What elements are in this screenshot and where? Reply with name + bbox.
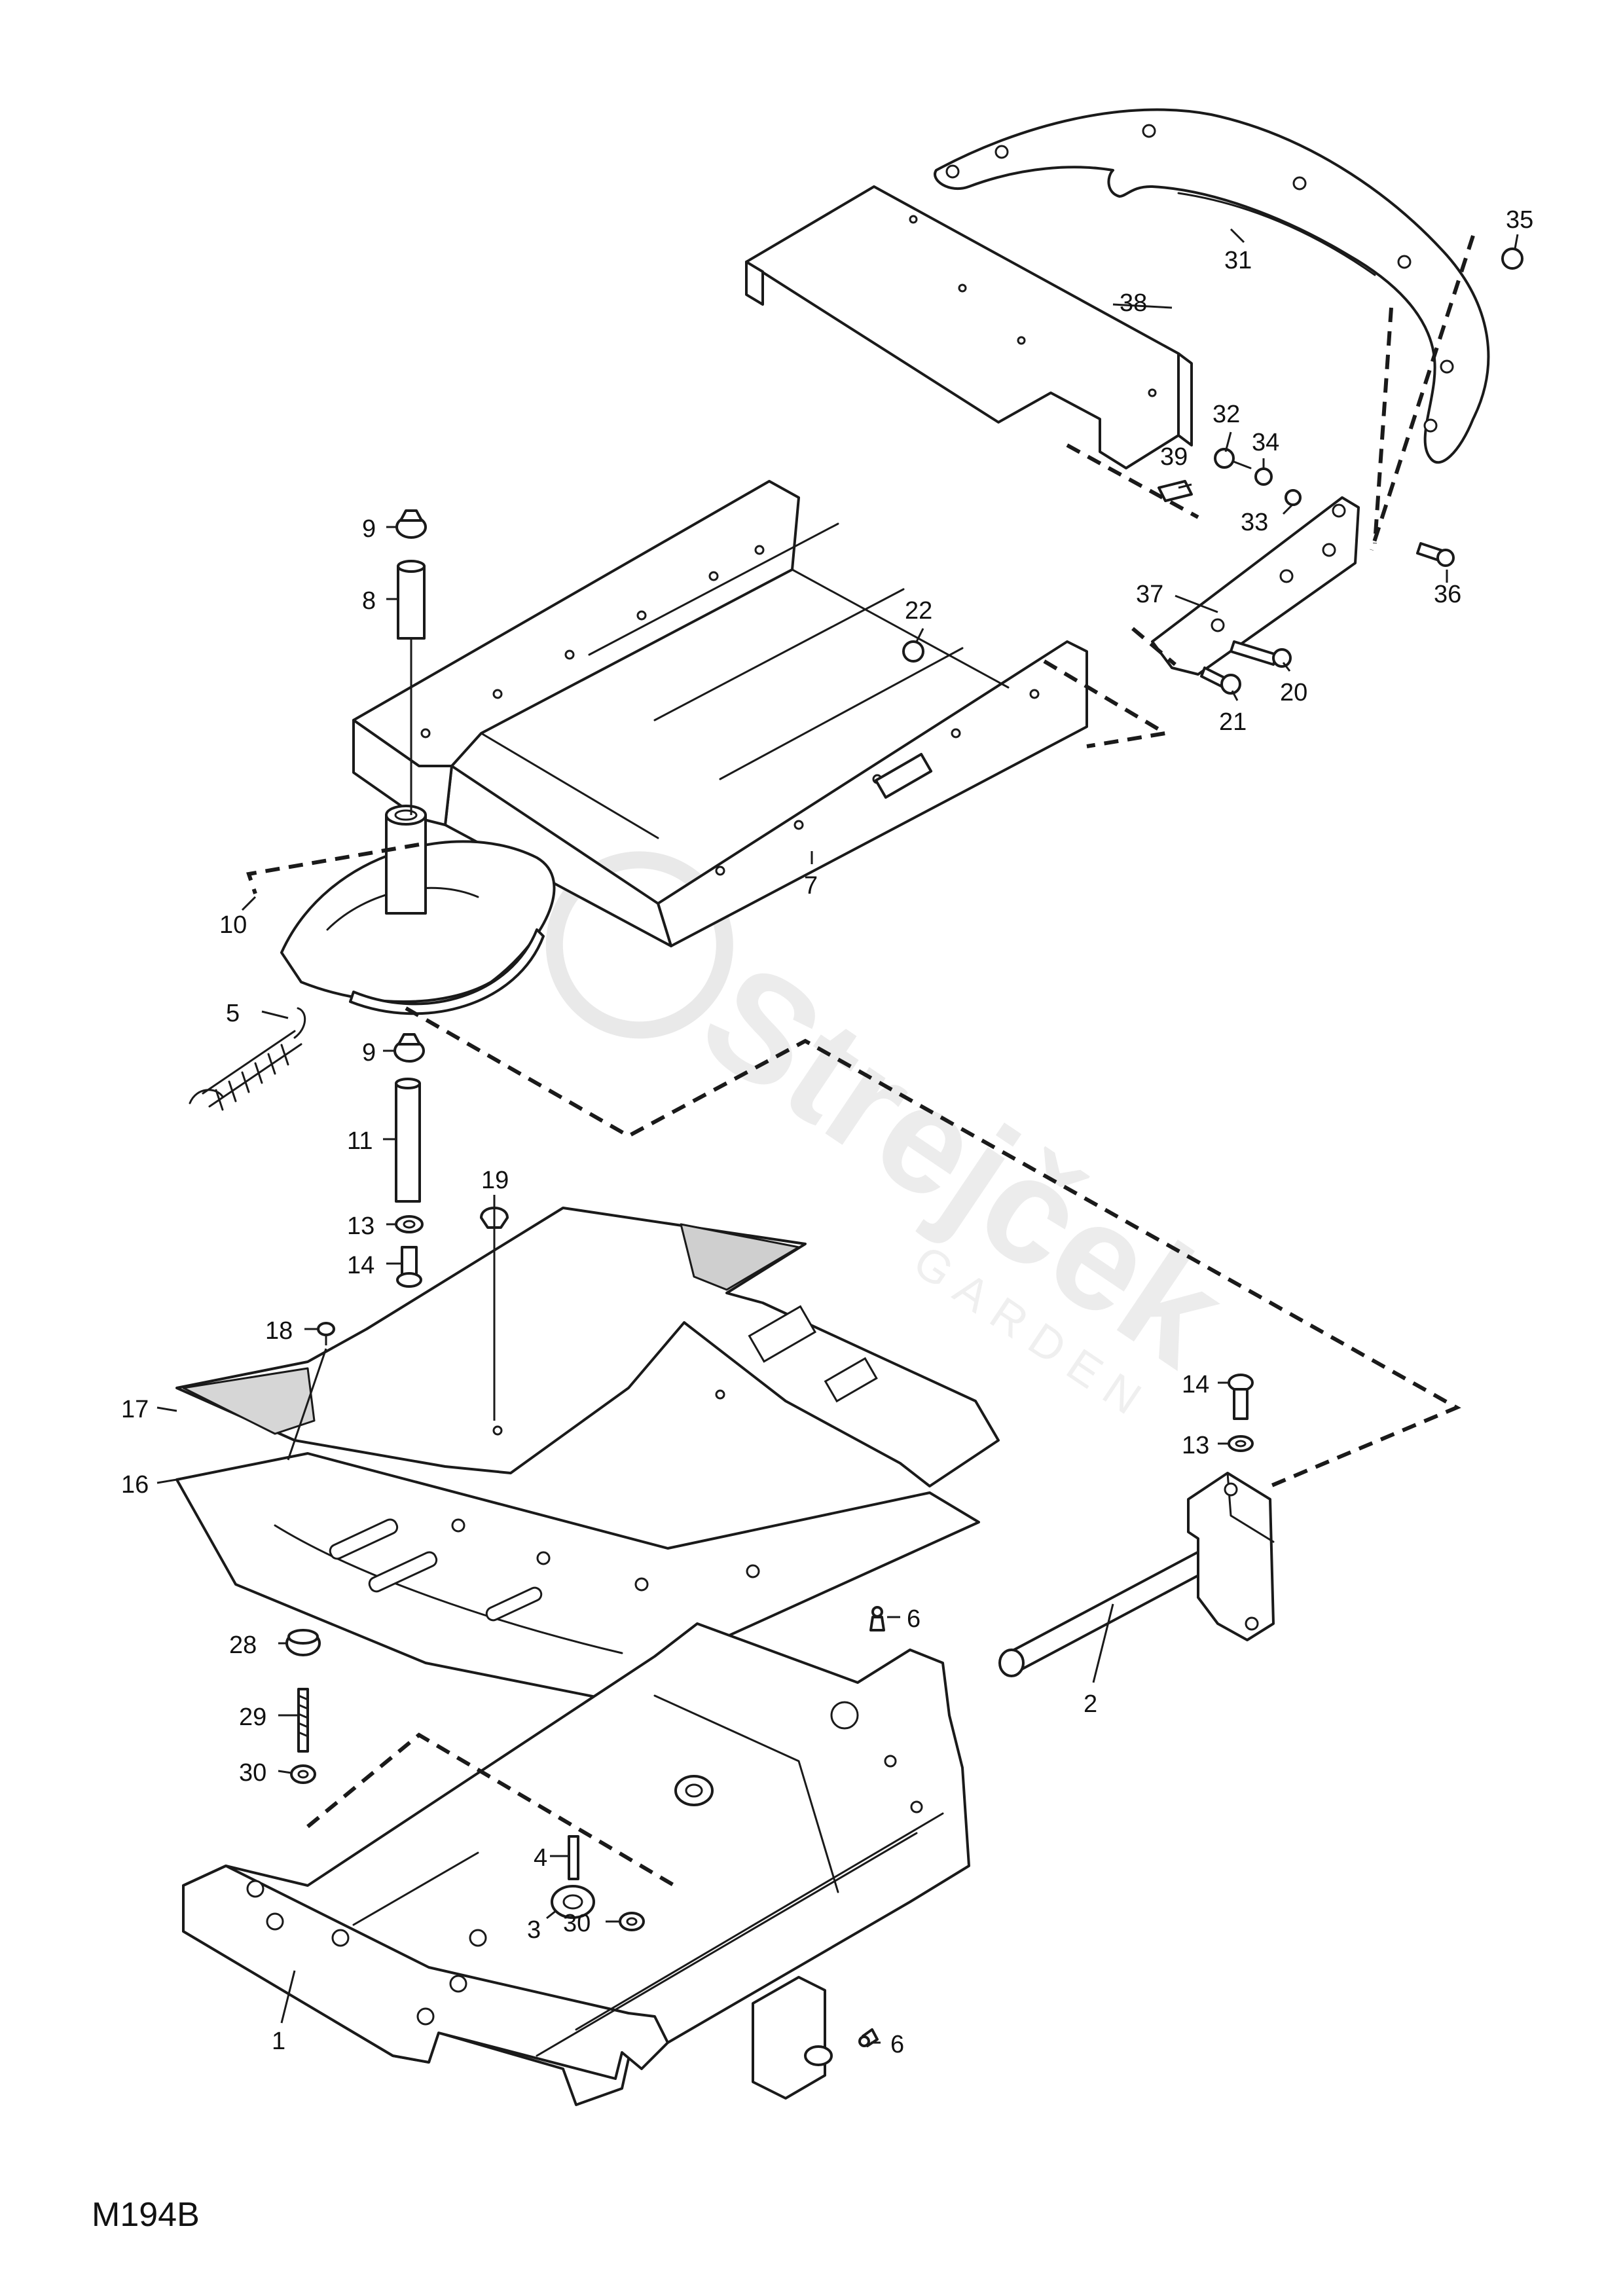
part-7-upper-frame bbox=[352, 480, 1088, 947]
callout-16: 16 bbox=[121, 1471, 149, 1499]
part-17-floor-mat bbox=[175, 1207, 1000, 1487]
washer-34 bbox=[1254, 467, 1273, 486]
callout-29: 29 bbox=[239, 1704, 266, 1731]
callout-36: 36 bbox=[1434, 581, 1461, 608]
part-31-front-bumper bbox=[934, 108, 1490, 464]
part-29-bolt bbox=[297, 1688, 309, 1753]
part-5-spring bbox=[189, 1007, 306, 1111]
callout-30-left: 30 bbox=[239, 1759, 266, 1787]
assembly-dashed-lines bbox=[246, 235, 1475, 1887]
callout-13-left: 13 bbox=[347, 1212, 374, 1240]
callout-32: 32 bbox=[1213, 401, 1240, 428]
callout-11: 11 bbox=[347, 1127, 373, 1155]
nut-35 bbox=[1501, 247, 1523, 270]
callout-35: 35 bbox=[1506, 206, 1533, 234]
nut-22 bbox=[902, 640, 924, 663]
bolt-39 bbox=[1158, 480, 1193, 502]
part-37-bracket bbox=[1151, 496, 1360, 676]
part-6-grease-fitting-upper bbox=[869, 1606, 885, 1631]
washer-33 bbox=[1285, 489, 1302, 506]
part-9-cap-lower bbox=[393, 1033, 425, 1063]
callout-labels: 35 31 38 32 34 39 33 36 37 20 21 22 9 8 … bbox=[121, 206, 1533, 2058]
callout-9-upper: 9 bbox=[362, 515, 376, 543]
pivot-tube bbox=[385, 805, 427, 915]
part-3-bushing-upper bbox=[674, 1775, 714, 1806]
callout-13-right: 13 bbox=[1182, 1432, 1209, 1459]
part-38-cover-plate bbox=[745, 185, 1193, 469]
callout-7: 7 bbox=[804, 872, 818, 900]
part-18-screw bbox=[317, 1322, 335, 1345]
callout-14-left: 14 bbox=[347, 1252, 374, 1279]
callout-22: 22 bbox=[905, 597, 932, 625]
callout-2: 2 bbox=[1084, 1690, 1097, 1718]
callout-leaders bbox=[156, 228, 1519, 2044]
part-9-cap-upper bbox=[395, 509, 427, 539]
callout-3: 3 bbox=[527, 1916, 541, 1944]
part-28-cap bbox=[285, 1629, 321, 1656]
part-14-bolt bbox=[396, 1246, 422, 1288]
callout-8: 8 bbox=[362, 587, 376, 615]
fasteners-upper-right bbox=[902, 247, 1523, 695]
callout-34: 34 bbox=[1252, 429, 1279, 456]
callout-4: 4 bbox=[534, 1844, 547, 1872]
callout-6-lower: 6 bbox=[890, 2031, 904, 2058]
part-3-bushing bbox=[551, 1885, 595, 1919]
callout-5: 5 bbox=[226, 1000, 240, 1027]
callout-37: 37 bbox=[1136, 581, 1163, 608]
callout-20: 20 bbox=[1280, 679, 1307, 706]
callout-10: 10 bbox=[219, 911, 247, 939]
callout-19: 19 bbox=[481, 1167, 509, 1194]
callout-38: 38 bbox=[1120, 289, 1147, 317]
part-30-nut-left bbox=[290, 1764, 316, 1784]
callout-9-lower: 9 bbox=[362, 1039, 376, 1066]
watermark-logo-icon bbox=[545, 851, 733, 1039]
callout-33: 33 bbox=[1241, 509, 1268, 536]
part-16-floor-pan bbox=[175, 1452, 980, 1704]
bolt-20 bbox=[1230, 640, 1278, 666]
callout-14-right: 14 bbox=[1182, 1371, 1209, 1398]
part-8-sleeve bbox=[397, 560, 426, 640]
part-13-washer bbox=[395, 1215, 424, 1233]
callout-1: 1 bbox=[272, 2028, 285, 2055]
part-2-axle bbox=[998, 1472, 1275, 1677]
callout-18: 18 bbox=[265, 1317, 293, 1345]
bolt-32-head bbox=[1214, 448, 1235, 469]
callout-6-upper: 6 bbox=[907, 1605, 921, 1633]
callout-21: 21 bbox=[1219, 708, 1247, 736]
part-13-washer-right bbox=[1228, 1435, 1254, 1452]
part-4-pin bbox=[568, 1835, 579, 1880]
part-11-pin bbox=[395, 1078, 421, 1203]
callout-39: 39 bbox=[1160, 443, 1188, 471]
part-14-bolt-right bbox=[1228, 1374, 1254, 1420]
callout-17: 17 bbox=[121, 1396, 149, 1423]
part-6-grease-fitting-lower bbox=[858, 2028, 879, 2047]
callout-30-center: 30 bbox=[563, 1910, 591, 1937]
callout-28: 28 bbox=[229, 1631, 257, 1659]
diagram-code: M194B bbox=[92, 2196, 200, 2234]
part-30-nut-center bbox=[619, 1912, 645, 1931]
callout-31: 31 bbox=[1224, 247, 1252, 274]
